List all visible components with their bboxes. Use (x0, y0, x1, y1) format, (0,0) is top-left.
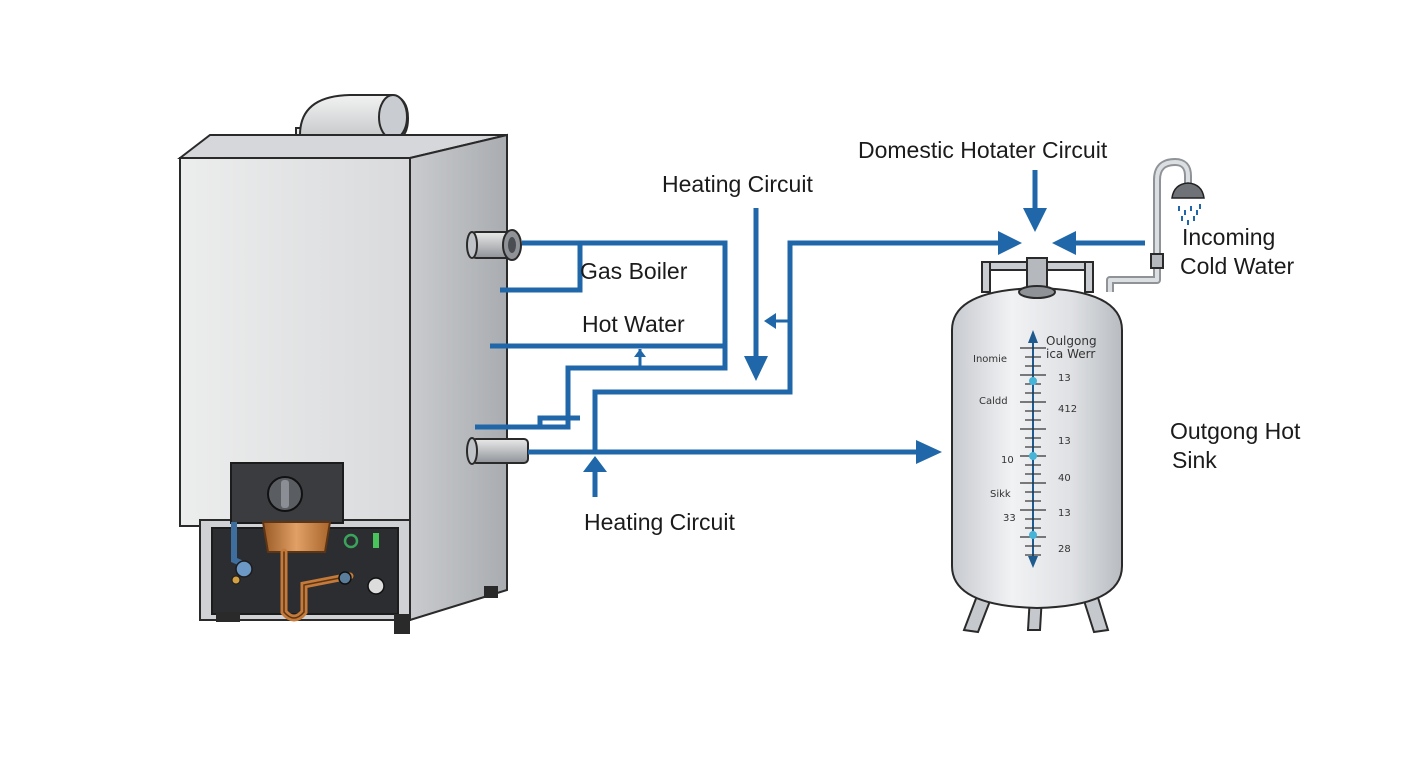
lower-port-icon (466, 437, 529, 465)
arrow-down-heating-icon (744, 356, 768, 381)
gauge-left-label: Inomie (973, 354, 1007, 365)
arrow-down-domestic-icon (1023, 208, 1047, 232)
incoming-cold-water-label-line1: Incoming (1182, 224, 1275, 250)
outgoing-hot-sink-label-line1: Outgong Hot (1170, 418, 1301, 444)
heating-circuit-top-label: Heating Circuit (662, 171, 813, 197)
arrow-left-small-icon (764, 313, 776, 329)
shower-head-icon (1171, 182, 1205, 225)
gauge-title-line2: ica Werr (1046, 347, 1095, 361)
gauge-left-label: Caldd (979, 396, 1008, 407)
gauge-right-label: 13 (1058, 508, 1071, 519)
domestic-hot-water-circuit-label: Domestic Hotater Circuit (858, 137, 1108, 163)
incoming-cold-water-label-line2: Cold Water (1180, 253, 1295, 279)
hot-water-label: Hot Water (582, 311, 685, 337)
outgoing-hot-sink-label-line2: Sink (1172, 447, 1217, 473)
gas-boiler-label: Gas Boiler (580, 258, 688, 284)
gauge-left-label: 10 (1001, 455, 1014, 466)
flow-arrows (583, 208, 1076, 472)
gauge-right-label: 40 (1058, 473, 1071, 484)
gauge-right-label: 13 (1058, 436, 1071, 447)
gauge-right-label: 13 (1058, 373, 1071, 384)
gauge-left-label: Sikk (990, 489, 1011, 500)
arrow-right-to-tank-icon (916, 440, 942, 464)
gas-boiler-icon (177, 94, 529, 634)
heating-circuit-bottom-label: Heating Circuit (584, 509, 735, 535)
gauge-right-label: 412 (1058, 404, 1077, 415)
arrow-right-domestic-icon (998, 231, 1022, 255)
pipe-network (475, 170, 1145, 497)
gauge-right-label: 28 (1058, 544, 1071, 555)
upper-port-icon (466, 229, 522, 261)
arrow-left-cold-water-icon (1052, 231, 1076, 255)
gauge-left-label: 33 (1003, 513, 1016, 524)
gauge-title-line1: Oulgong (1046, 334, 1097, 348)
arrow-up-heating-icon (583, 456, 607, 472)
hot-water-tank-icon (951, 158, 1192, 634)
